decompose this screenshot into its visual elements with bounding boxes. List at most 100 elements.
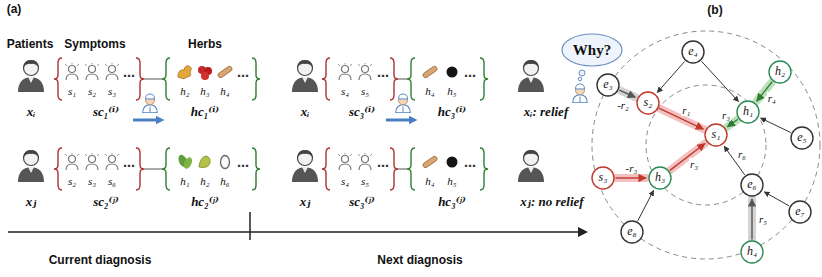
symptom-icon: [105, 153, 119, 170]
item-label: h₃: [200, 85, 209, 97]
set-label: xᵢ: [27, 104, 36, 120]
node-label: e₃: [603, 78, 613, 91]
symptom-icon: [85, 63, 99, 80]
relation-label: r₅: [758, 213, 768, 225]
relation-edge: [619, 90, 635, 97]
item-label: s₄: [341, 85, 349, 97]
relation-edge: [657, 61, 684, 92]
entity-node: e₇: [788, 200, 812, 224]
node-label: e₆: [747, 178, 757, 191]
node-label: s₃: [599, 171, 608, 184]
thought-cloud: [562, 34, 622, 66]
relation-edge: [764, 192, 789, 206]
set-label: sc₃⁽ʲ⁾: [349, 194, 375, 210]
column-header: Symptoms: [64, 37, 125, 51]
symptom-icon: [65, 63, 79, 80]
node-label: h₃: [655, 171, 665, 184]
set-label: sc₂⁽ʲ⁾: [93, 194, 119, 210]
row-frame: [18, 58, 544, 100]
set-label: hc₁⁽ⁱ⁾: [191, 104, 219, 120]
symptom-icon: [338, 153, 352, 170]
node-label: e₇: [795, 205, 805, 218]
relation-edge: [670, 144, 705, 171]
item-label: s₃: [88, 175, 96, 187]
ellipsis: ⋯: [237, 159, 249, 173]
entity-node: e₃: [596, 73, 620, 97]
axis-label: Next diagnosis: [377, 253, 462, 267]
item-label: s₅: [361, 85, 369, 97]
hop-ring: [646, 85, 766, 205]
prescribe-arrow: [386, 119, 413, 122]
herb-node: h₄: [740, 240, 764, 264]
node-label: h₁: [743, 105, 753, 118]
item-label: h₆: [220, 175, 229, 187]
entity-node: e₅: [790, 126, 814, 150]
symptom-icon: [85, 153, 99, 170]
axis-label: Current diagnosis: [49, 253, 152, 267]
relation-label: r₄: [767, 92, 777, 104]
row-frame: [18, 148, 544, 190]
symptom-node: s₂: [636, 91, 660, 115]
panel-label: (b): [707, 3, 722, 17]
path-highlight: [619, 90, 635, 97]
node-label: h₄: [747, 245, 757, 258]
relation-edge: [761, 118, 791, 133]
item-label: s₁: [68, 85, 76, 97]
symptom-icon: [358, 153, 372, 170]
herb-node: h₂: [768, 60, 792, 84]
doctor-icon: [143, 94, 157, 113]
relation-edge: [616, 177, 647, 178]
relation-edge: [638, 190, 654, 220]
herb-icon: [198, 66, 212, 80]
herb-icon: [177, 153, 194, 169]
herb-node: h₃: [648, 166, 672, 190]
ellipsis: ⋯: [123, 69, 135, 83]
node-outline: [789, 201, 811, 223]
relation-edge: [701, 61, 738, 101]
item-label: h₂: [200, 175, 209, 187]
node-label: h₂: [775, 65, 785, 78]
relation-label: -r₂: [616, 99, 630, 111]
relation-label: r₆: [737, 148, 747, 160]
node-outline: [621, 221, 643, 243]
prescribe-arrow: [133, 119, 160, 122]
doctor-icon: [396, 94, 410, 113]
set-label: xᵢ: relief: [524, 104, 568, 120]
column-header: Patients: [7, 37, 54, 51]
node-label: e₄: [688, 45, 698, 58]
relation-label: -r₃: [625, 162, 639, 174]
item-label: h₂: [180, 85, 189, 97]
column-header: Herbs: [188, 37, 222, 51]
entity-node: e₄: [681, 40, 705, 64]
node-outline: [737, 101, 759, 123]
node-outline: [682, 41, 704, 63]
set-label: xⱼ: [300, 194, 311, 210]
item-label: h₅: [447, 175, 456, 187]
time-axis: [8, 231, 586, 233]
path-highlight: [670, 144, 705, 171]
panel-label: (a): [7, 2, 22, 16]
item-label: s₂: [88, 85, 96, 97]
node-outline: [741, 241, 763, 263]
node-label: e₈: [627, 225, 637, 238]
entity-node: e₆: [740, 173, 764, 197]
node-outline: [637, 92, 659, 114]
herb-node: h₁: [736, 100, 760, 124]
item-label: s₂: [68, 175, 76, 187]
thought-bubble: [578, 77, 582, 81]
herb-icon: [422, 155, 438, 168]
doctor-icon: [573, 84, 587, 103]
item-label: h₄: [425, 85, 434, 97]
item-label: s₃: [108, 85, 116, 97]
ellipsis: ⋯: [464, 69, 476, 83]
entity-node: e₈: [620, 220, 644, 244]
herb-icon: [199, 156, 210, 168]
node-label: s₂: [644, 96, 653, 109]
ellipsis: ⋯: [123, 159, 135, 173]
item-label: h₅: [447, 85, 456, 97]
node-outline: [592, 167, 614, 189]
item-label: s₄: [341, 175, 349, 187]
node-outline: [741, 174, 763, 196]
herb-icon: [217, 65, 233, 78]
ellipsis: ⋯: [377, 159, 389, 173]
